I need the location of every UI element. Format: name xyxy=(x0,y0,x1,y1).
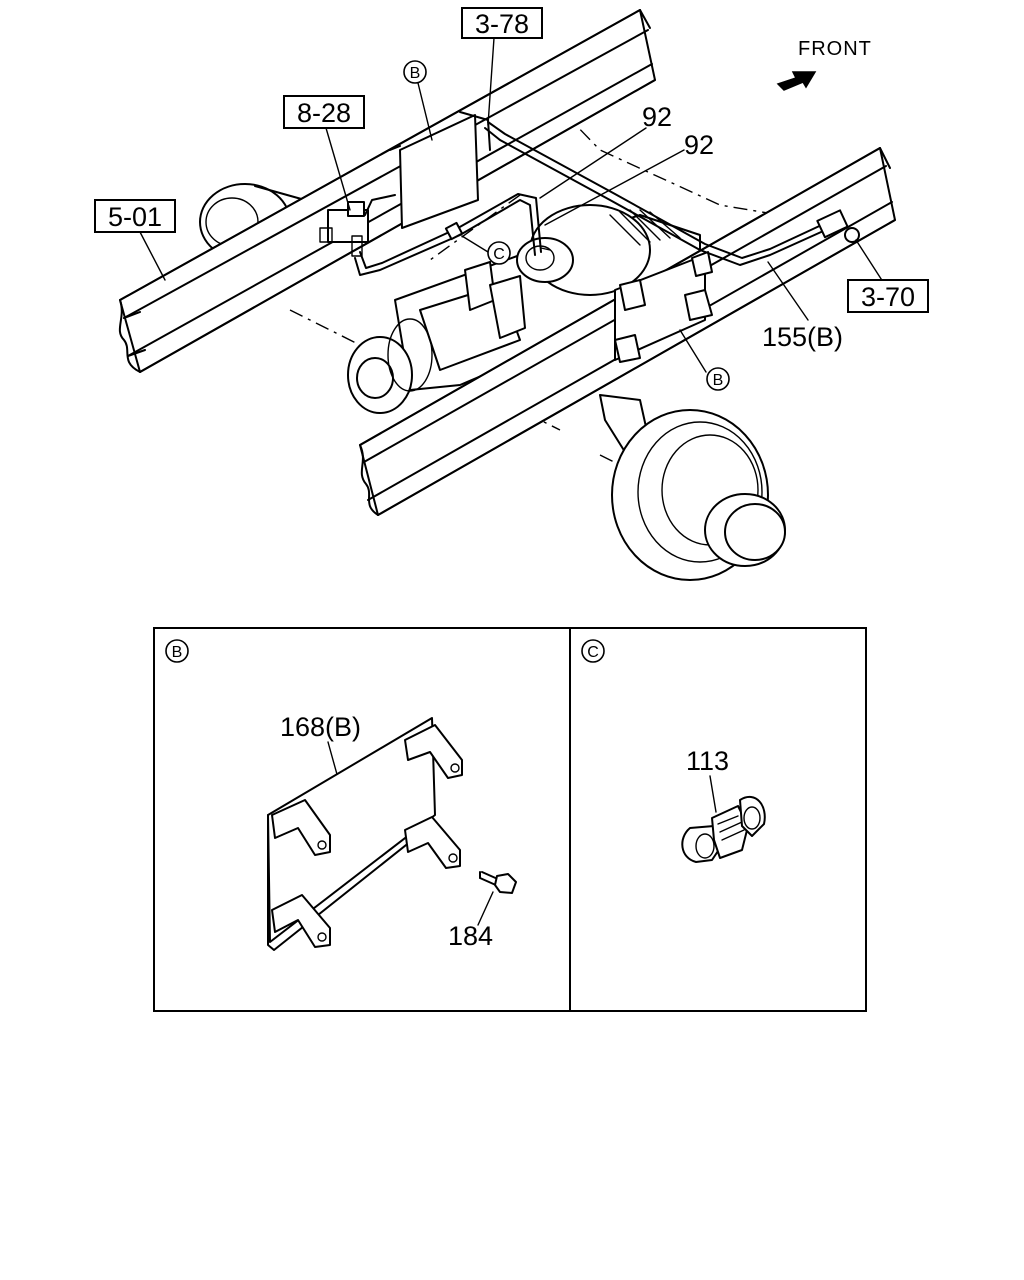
front-direction: FRONT xyxy=(776,38,872,91)
part-label-92-b: 92 xyxy=(684,130,714,160)
brake-lines xyxy=(354,121,860,276)
leader-lines xyxy=(139,37,886,373)
right-wheel-hub xyxy=(599,394,786,581)
ref-box-8-28: 8-28 xyxy=(283,95,365,129)
frame-rail-left xyxy=(118,9,656,373)
callout-c-top: C xyxy=(487,241,511,265)
detail-b-panel: B 168(B) 184 xyxy=(165,639,517,951)
detail-b-marker: B xyxy=(165,639,189,663)
part-label-113: 113 xyxy=(686,746,729,776)
pipe-clip-113 xyxy=(681,796,766,863)
bolt-184 xyxy=(479,871,517,894)
valve-bracket-b-top xyxy=(389,111,491,229)
detail-panels xyxy=(153,627,867,1012)
bracket-plate-168b xyxy=(267,717,463,951)
svg-text:3-70: 3-70 xyxy=(861,282,915,312)
svg-text:5-01: 5-01 xyxy=(108,202,162,232)
part-label-184: 184 xyxy=(448,921,493,951)
svg-text:8-28: 8-28 xyxy=(297,98,351,128)
detail-c-marker: C xyxy=(581,639,605,663)
svg-text:B: B xyxy=(410,65,421,82)
rear-axle-differential xyxy=(347,204,701,414)
front-direction-arrow-icon xyxy=(776,71,817,91)
part-label-155b: 155(B) xyxy=(762,322,843,352)
callout-b-top: B xyxy=(403,60,427,84)
callout-b-bottom: B xyxy=(706,367,730,391)
part-label-168b: 168(B) xyxy=(280,712,361,742)
svg-text:B: B xyxy=(713,372,724,389)
axle-bracket-b xyxy=(614,251,713,363)
chassis-assembly-view: FRONT 3-78 8-28 5-01 3-70 B C xyxy=(94,7,929,581)
detail-c-panel: C 113 xyxy=(581,639,766,863)
svg-text:C: C xyxy=(587,644,599,661)
ref-box-5-01: 5-01 xyxy=(94,199,176,233)
svg-text:B: B xyxy=(172,644,183,661)
ref-box-3-70: 3-70 xyxy=(847,279,929,313)
relay-valve-block xyxy=(319,201,369,257)
ref-box-3-78: 3-78 xyxy=(461,7,543,39)
front-label: FRONT xyxy=(798,38,872,60)
svg-text:3-78: 3-78 xyxy=(475,9,529,39)
svg-text:C: C xyxy=(493,246,505,263)
part-label-92-a: 92 xyxy=(642,102,672,132)
